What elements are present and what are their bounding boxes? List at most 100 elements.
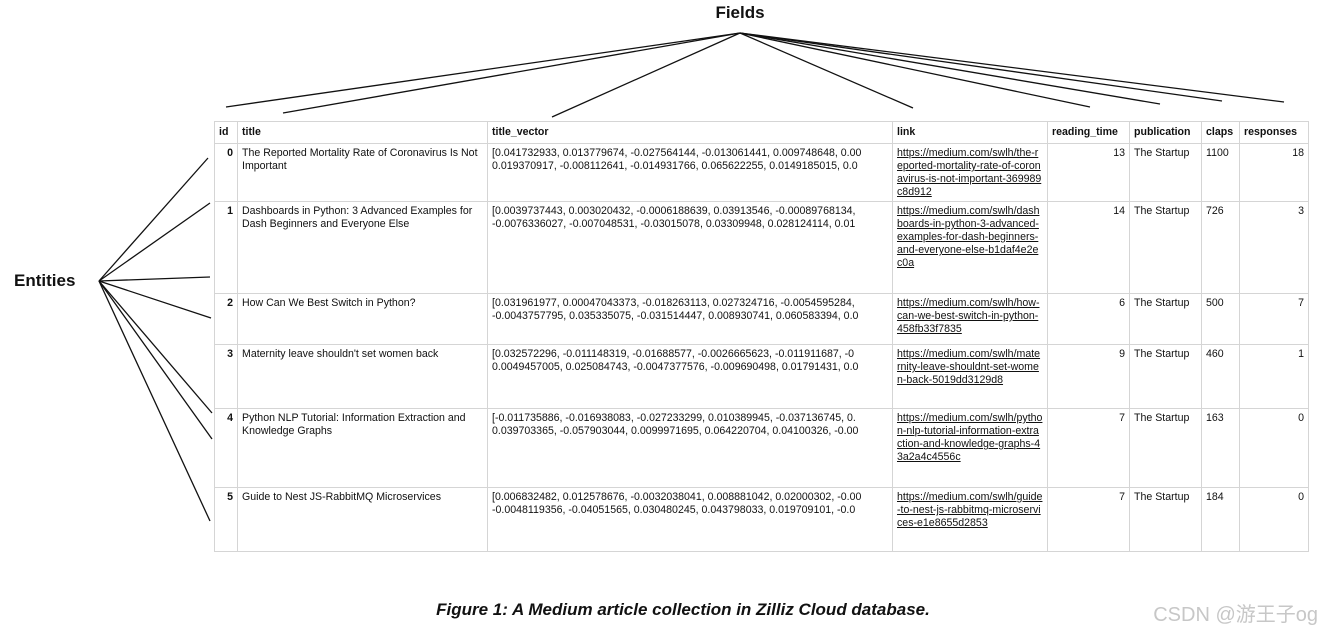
cell-id: 4 xyxy=(214,408,238,488)
cell-title-vector: [-0.011735886, -0.016938083, -0.02723329… xyxy=(487,408,893,488)
vector-line: [0.006832482, 0.012578676, -0.0032038041… xyxy=(492,491,862,503)
cell-claps: 184 xyxy=(1201,487,1240,552)
table-row: 3 Maternity leave shouldn't set women ba… xyxy=(214,344,1309,409)
collection-table: id title title_vector link reading_time … xyxy=(214,121,1309,552)
cell-claps: 500 xyxy=(1201,293,1240,345)
field-connector-line xyxy=(225,32,741,108)
cell-reading-time: 9 xyxy=(1047,344,1130,409)
field-connector-line xyxy=(739,32,914,109)
header-link: link xyxy=(892,121,1048,144)
article-link[interactable]: https://medium.com/swlh/python-nlp-tutor… xyxy=(897,412,1043,463)
header-claps: claps xyxy=(1201,121,1240,144)
cell-responses: 3 xyxy=(1239,201,1309,294)
cell-publication: The Startup xyxy=(1129,344,1202,409)
vector-line: -0.0048119356, -0.04051565, 0.030480245,… xyxy=(492,504,856,516)
entity-connector-line xyxy=(98,202,211,282)
vector-line: [0.031961977, 0.00047043373, -0.01826311… xyxy=(492,297,855,309)
cell-publication: The Startup xyxy=(1129,293,1202,345)
cell-reading-time: 13 xyxy=(1047,143,1130,202)
cell-title-vector: [0.031961977, 0.00047043373, -0.01826311… xyxy=(487,293,893,345)
field-connector-line xyxy=(282,32,741,114)
cell-link: https://medium.com/swlh/guide-to-nest-js… xyxy=(892,487,1048,552)
cell-responses: 18 xyxy=(1239,143,1309,202)
cell-link: https://medium.com/swlh/the-reported-mor… xyxy=(892,143,1048,202)
header-id: id xyxy=(214,121,238,144)
cell-reading-time: 14 xyxy=(1047,201,1130,294)
vector-line: -0.0076336027, -0.007048531, -0.03015078… xyxy=(492,218,856,230)
cell-publication: The Startup xyxy=(1129,487,1202,552)
header-title: title xyxy=(237,121,488,144)
cell-title-vector: [0.041732933, 0.013779674, -0.027564144,… xyxy=(487,143,893,202)
vector-line: 0.019370917, -0.008112641, -0.014931766,… xyxy=(492,160,858,172)
cell-id: 3 xyxy=(214,344,238,409)
table-row: 4 Python NLP Tutorial: Information Extra… xyxy=(214,408,1309,488)
cell-id: 1 xyxy=(214,201,238,294)
cell-claps: 1100 xyxy=(1201,143,1240,202)
field-connector-line xyxy=(739,32,1161,105)
cell-title-vector: [0.032572296, -0.011148319, -0.01688577,… xyxy=(487,344,893,409)
cell-title: Python NLP Tutorial: Information Extract… xyxy=(237,408,488,488)
cell-publication: The Startup xyxy=(1129,143,1202,202)
cell-claps: 163 xyxy=(1201,408,1240,488)
article-link[interactable]: https://medium.com/swlh/the-reported-mor… xyxy=(897,147,1042,198)
table-row: 5 Guide to Nest JS-RabbitMQ Microservice… xyxy=(214,487,1309,552)
header-reading-time: reading_time xyxy=(1047,121,1130,144)
vector-line: 0.0049457005, 0.025084743, -0.0047377576… xyxy=(492,361,859,373)
entity-connector-line xyxy=(98,280,211,522)
collection-table-wrapper: id title title_vector link reading_time … xyxy=(214,121,1309,552)
table-row: 1 Dashboards in Python: 3 Advanced Examp… xyxy=(214,201,1309,294)
cell-responses: 7 xyxy=(1239,293,1309,345)
cell-title: Guide to Nest JS-RabbitMQ Microservices xyxy=(237,487,488,552)
entity-connector-line xyxy=(98,280,213,414)
field-connector-line xyxy=(551,32,741,118)
header-publication: publication xyxy=(1129,121,1202,144)
vector-line: 0.039703365, -0.057903044, 0.0099971695,… xyxy=(492,425,859,437)
cell-reading-time: 6 xyxy=(1047,293,1130,345)
cell-id: 0 xyxy=(214,143,238,202)
cell-link: https://medium.com/swlh/maternity-leave-… xyxy=(892,344,1048,409)
entity-connector-line xyxy=(98,280,212,319)
figure-caption: Figure 1: A Medium article collection in… xyxy=(436,600,930,619)
cell-responses: 0 xyxy=(1239,408,1309,488)
cell-id: 2 xyxy=(214,293,238,345)
field-connector-line xyxy=(739,32,1285,103)
cell-title: Maternity leave shouldn't set women back xyxy=(237,344,488,409)
cell-publication: The Startup xyxy=(1129,408,1202,488)
vector-line: [-0.011735886, -0.016938083, -0.02723329… xyxy=(492,412,856,424)
article-link[interactable]: https://medium.com/swlh/how-can-we-best-… xyxy=(897,297,1040,335)
vector-line: [0.032572296, -0.011148319, -0.01688577,… xyxy=(492,348,855,360)
entity-connector-line xyxy=(98,157,209,282)
article-link[interactable]: https://medium.com/swlh/maternity-leave-… xyxy=(897,348,1041,386)
cell-title-vector: [0.0039737443, 0.003020432, -0.000618863… xyxy=(487,201,893,294)
cell-link: https://medium.com/swlh/dashboards-in-py… xyxy=(892,201,1048,294)
vector-line: [0.041732933, 0.013779674, -0.027564144,… xyxy=(492,147,862,159)
header-responses: responses xyxy=(1239,121,1309,144)
entities-label: Entities xyxy=(14,271,76,290)
csdn-watermark: CSDN @游王子og xyxy=(1153,604,1318,626)
cell-title: Dashboards in Python: 3 Advanced Example… xyxy=(237,201,488,294)
cell-reading-time: 7 xyxy=(1047,408,1130,488)
cell-title-vector: [0.006832482, 0.012578676, -0.0032038041… xyxy=(487,487,893,552)
field-connector-line xyxy=(739,32,1091,108)
cell-title: The Reported Mortality Rate of Coronavir… xyxy=(237,143,488,202)
table-row: 2 How Can We Best Switch in Python? [0.0… xyxy=(214,293,1309,345)
cell-link: https://medium.com/swlh/python-nlp-tutor… xyxy=(892,408,1048,488)
cell-title: How Can We Best Switch in Python? xyxy=(237,293,488,345)
entity-connector-line xyxy=(98,280,213,440)
entity-connector-line xyxy=(98,276,211,282)
cell-responses: 0 xyxy=(1239,487,1309,552)
cell-publication: The Startup xyxy=(1129,201,1202,294)
cell-claps: 726 xyxy=(1201,201,1240,294)
vector-line: -0.0043757795, 0.035335075, -0.031514447… xyxy=(492,310,859,322)
header-title-vector: title_vector xyxy=(487,121,893,144)
article-link[interactable]: https://medium.com/swlh/dashboards-in-py… xyxy=(897,205,1040,269)
cell-id: 5 xyxy=(214,487,238,552)
fields-label: Fields xyxy=(715,3,765,22)
cell-reading-time: 7 xyxy=(1047,487,1130,552)
header-row: id title title_vector link reading_time … xyxy=(214,121,1309,144)
vector-line: [0.0039737443, 0.003020432, -0.000618863… xyxy=(492,205,856,217)
cell-responses: 1 xyxy=(1239,344,1309,409)
cell-claps: 460 xyxy=(1201,344,1240,409)
article-link[interactable]: https://medium.com/swlh/guide-to-nest-js… xyxy=(897,491,1043,529)
